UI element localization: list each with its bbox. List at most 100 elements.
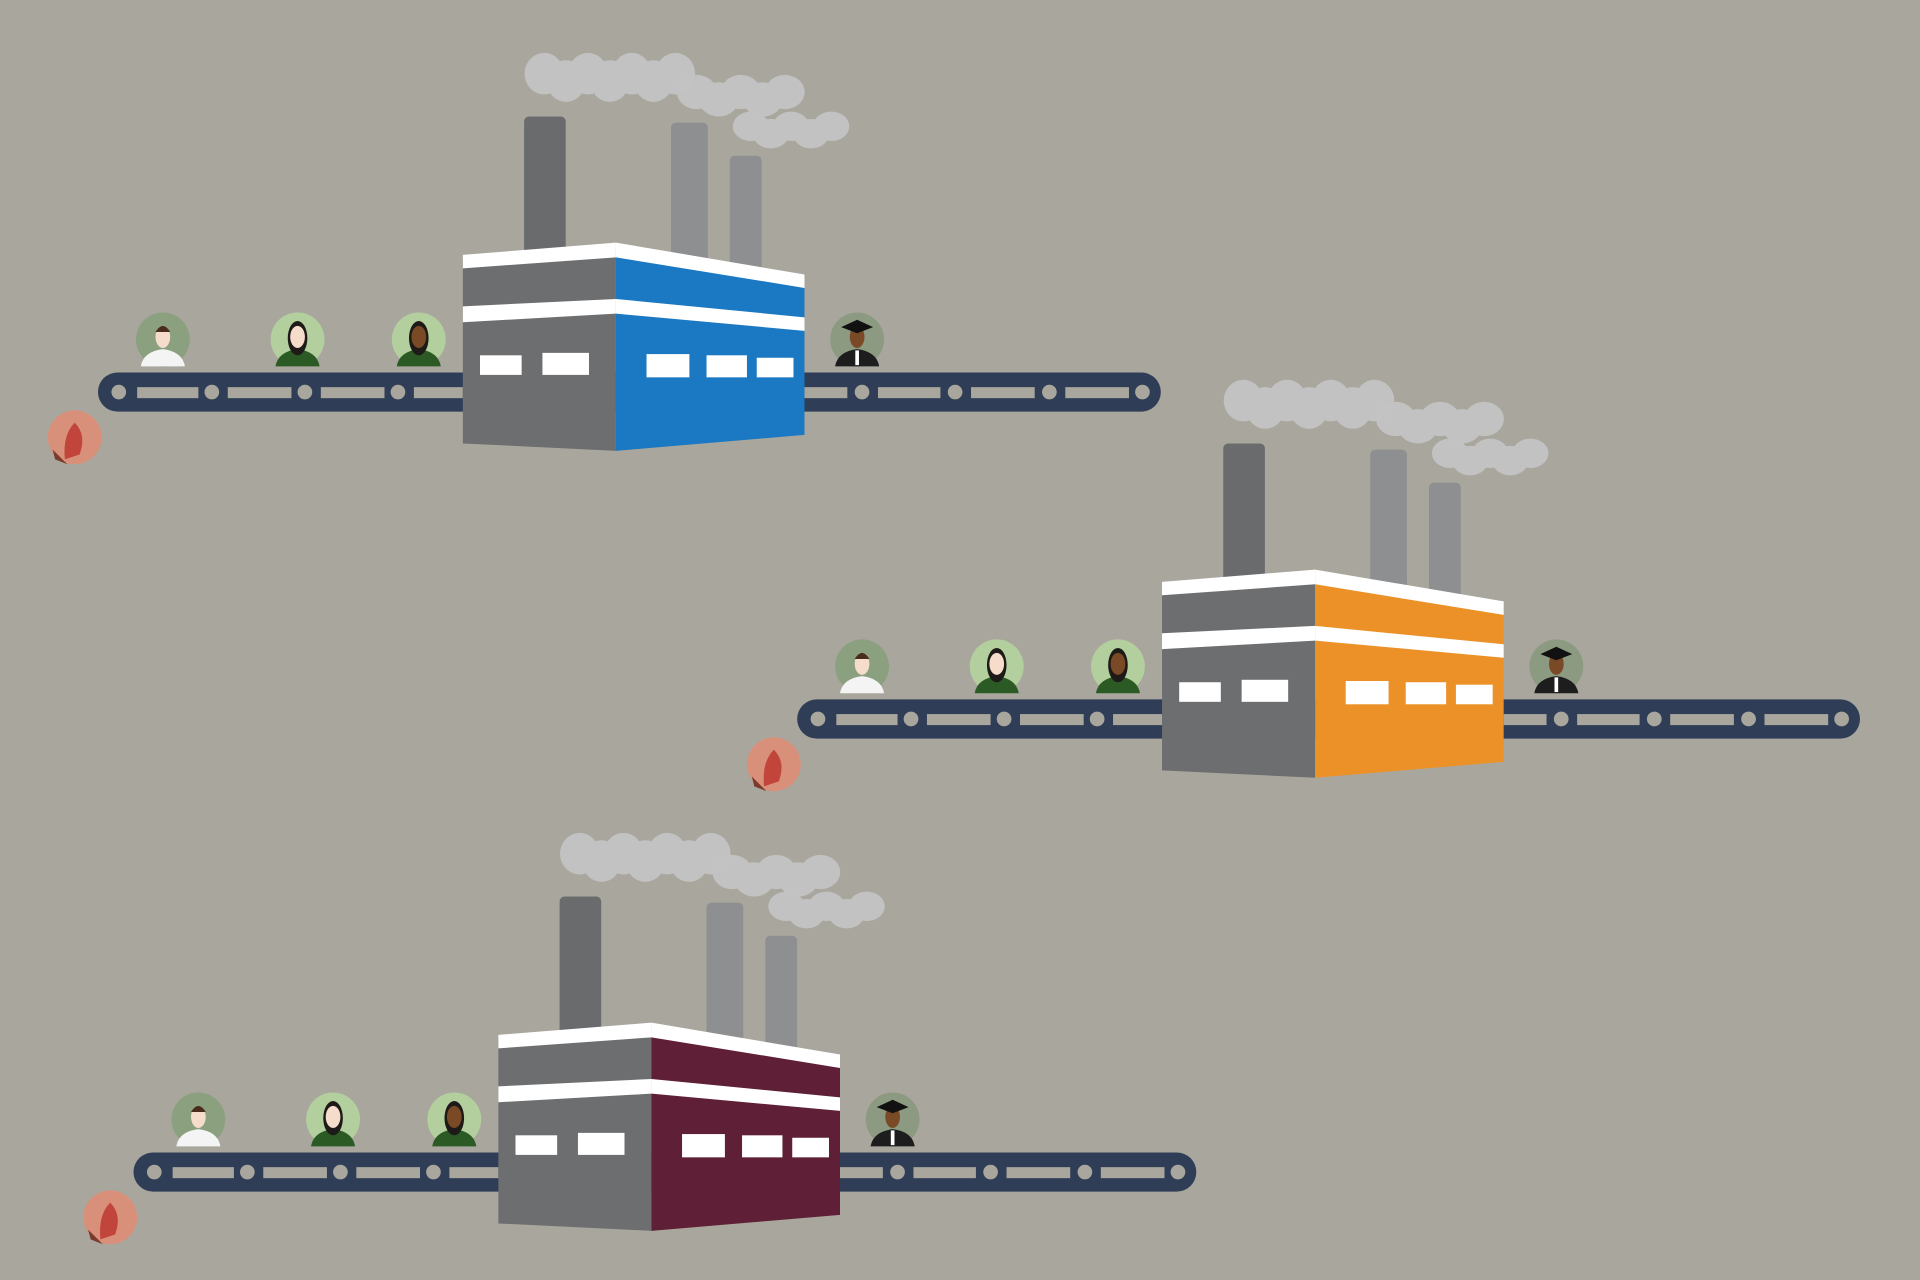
- belt-roller: [1170, 1164, 1186, 1180]
- window: [706, 355, 747, 378]
- avatar-woman-dark-skin: [391, 312, 446, 367]
- belt-roller: [111, 384, 127, 400]
- window: [1405, 682, 1447, 705]
- avatar-graduate: [865, 1092, 920, 1147]
- chimney: [559, 896, 602, 1044]
- belt-roller: [854, 384, 870, 400]
- belt-roller: [204, 384, 220, 400]
- avatar-woman: [306, 1092, 360, 1147]
- blue-factory: [47, 52, 1161, 465]
- belt-slot: [926, 714, 991, 726]
- smoke-cloud: [676, 74, 805, 117]
- belt-slot: [877, 387, 941, 399]
- chimney: [671, 122, 708, 264]
- chimney: [765, 935, 798, 1053]
- belt-slot: [1020, 714, 1084, 726]
- avatar-man: [171, 1092, 226, 1147]
- window: [792, 1137, 829, 1158]
- avatar-graduate: [1529, 639, 1584, 694]
- avatar-man: [135, 312, 190, 367]
- band-stripe: [1162, 625, 1316, 650]
- window: [515, 1135, 558, 1155]
- building-front-face: [651, 1027, 840, 1231]
- roof-stripe: [651, 1022, 840, 1068]
- belt-slot: [804, 387, 848, 399]
- smoke-cloud: [1223, 379, 1395, 429]
- belt-slot: [1670, 714, 1734, 726]
- chimney: [706, 902, 744, 1044]
- building-left-face: [462, 247, 616, 451]
- belt-slot: [836, 714, 898, 726]
- belt-slot: [320, 387, 385, 399]
- band-stripe: [615, 298, 805, 331]
- belt-slot: [971, 387, 1035, 399]
- chimney: [729, 155, 762, 273]
- avatar-man: [835, 639, 889, 694]
- window: [1455, 684, 1493, 705]
- belt-roller: [996, 711, 1012, 727]
- smoke-cloud: [712, 854, 841, 897]
- graduation-cap-icon: [841, 319, 874, 334]
- window: [480, 355, 522, 375]
- building-front-face: [1315, 574, 1504, 778]
- factory-building: [1162, 569, 1504, 778]
- belt-roller: [146, 1164, 162, 1180]
- avatar-woman-dark-skin: [1091, 639, 1145, 694]
- orange-factory: [746, 379, 1861, 792]
- belt-slot: [913, 1167, 976, 1179]
- window: [1345, 681, 1389, 705]
- smoke-cloud: [560, 832, 731, 882]
- graduation-cap-icon: [1540, 646, 1573, 661]
- belt-slot: [263, 1167, 327, 1179]
- belt-slot: [172, 1167, 234, 1179]
- belt-slot: [1100, 1167, 1165, 1179]
- belt-roller: [1089, 711, 1105, 727]
- smoke-cloud: [1376, 401, 1504, 444]
- avatar-woman: [969, 639, 1024, 694]
- building-left-face: [498, 1027, 652, 1231]
- belt-slot: [137, 387, 199, 399]
- belt-slot: [840, 1167, 883, 1179]
- smoke-cloud: [524, 52, 696, 102]
- belt-slot: [1577, 714, 1640, 726]
- window: [577, 1132, 625, 1155]
- band-stripe: [462, 298, 616, 323]
- belt-roller: [1553, 711, 1569, 727]
- smoke-cloud: [1431, 438, 1549, 476]
- building-left-face: [1162, 574, 1316, 778]
- roof-stripe: [1162, 569, 1316, 596]
- graduation-cap-icon: [876, 1099, 909, 1114]
- belt-slot: [1113, 714, 1163, 726]
- belt-roller: [1042, 384, 1057, 400]
- band-stripe: [1315, 625, 1504, 658]
- window: [756, 357, 794, 378]
- roof-stripe: [498, 1022, 652, 1049]
- belt-roller: [390, 384, 406, 400]
- smoke-cloud: [768, 891, 885, 929]
- roof-stripe: [462, 242, 616, 269]
- belt-slot: [356, 1167, 420, 1179]
- belt-slot: [449, 1167, 499, 1179]
- belt-slot: [227, 387, 292, 399]
- belt-roller: [903, 711, 919, 727]
- band-stripe: [651, 1078, 840, 1111]
- belt-roller: [1135, 384, 1150, 400]
- avatar-woman-dark-skin: [427, 1092, 482, 1147]
- building-front-face: [615, 247, 805, 451]
- chimney: [1428, 482, 1461, 599]
- window: [682, 1134, 725, 1158]
- avatar-person-red: [746, 737, 801, 792]
- chimney: [524, 116, 566, 264]
- smoke-cloud: [732, 111, 850, 149]
- belt-roller: [1077, 1164, 1093, 1180]
- belt-roller: [983, 1164, 998, 1180]
- chimney: [1370, 449, 1407, 591]
- belt-roller: [1646, 711, 1662, 727]
- belt-slot: [1065, 387, 1129, 399]
- belt-roller: [240, 1164, 255, 1180]
- avatar-person-red: [47, 410, 102, 465]
- avatar-graduate: [830, 312, 885, 367]
- belt-slot: [413, 387, 463, 399]
- belt-roller: [426, 1164, 441, 1180]
